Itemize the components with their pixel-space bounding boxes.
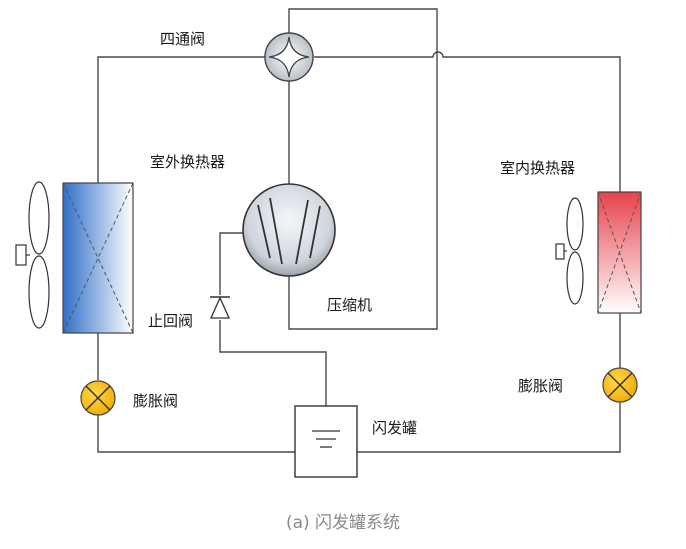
expansion-valve-right-label: 膨胀阀	[518, 377, 563, 395]
flash-tank	[294, 405, 358, 478]
four-way-valve-label: 四通阀	[160, 30, 205, 48]
expansion-valve-right-icon	[602, 367, 638, 403]
pipe-left-loop	[97, 56, 295, 453]
compressor-label: 压缩机	[327, 296, 372, 314]
outdoor-heat-exchanger	[62, 182, 134, 334]
pipe-compressor-loop	[288, 8, 438, 330]
check-valve-icon	[209, 296, 231, 319]
expansion-valve-left-icon	[80, 380, 116, 416]
check-valve-label: 止回阀	[148, 312, 193, 330]
refrigerant-pipes	[97, 8, 621, 453]
flash-tank-label: 闪发罐	[372, 419, 417, 437]
indoor-heat-exchanger	[597, 191, 642, 314]
pipe-right-loop	[314, 51, 621, 453]
expansion-valve-left-label: 膨胀阀	[133, 392, 178, 410]
indoor-fan-icon	[555, 197, 584, 305]
outdoor-fan-icon	[15, 181, 50, 329]
compressor	[242, 183, 336, 277]
four-way-valve	[264, 32, 314, 82]
pipe-injection-line	[219, 232, 327, 406]
outdoor-hx-label: 室外换热器	[150, 153, 225, 171]
figure-caption: (a) 闪发罐系统	[286, 513, 400, 533]
indoor-hx-label: 室内换热器	[500, 159, 575, 177]
